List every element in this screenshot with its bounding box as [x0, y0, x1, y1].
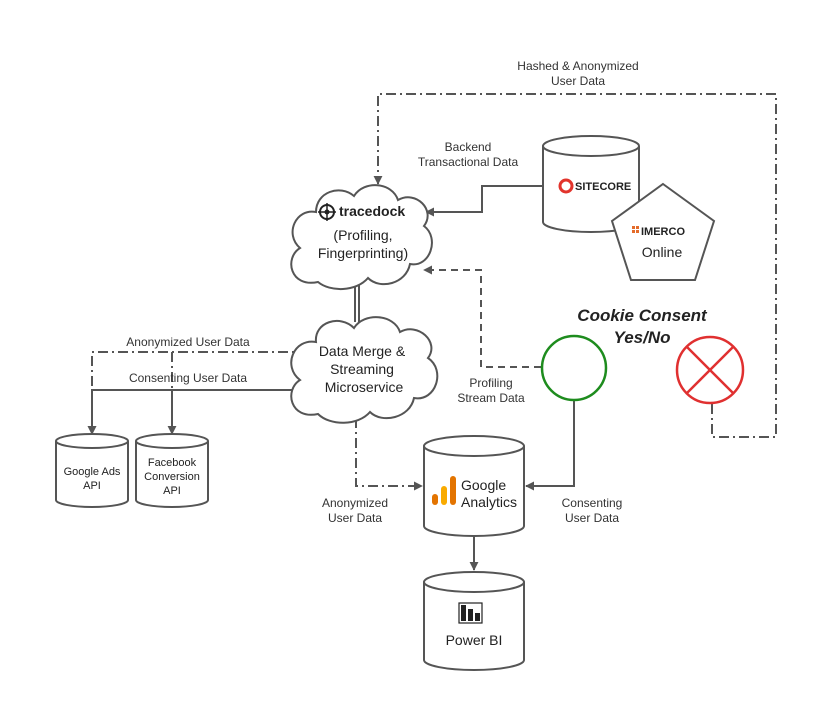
tracedock-line1: (Profiling, — [333, 227, 392, 243]
google-analytics-line1: Google — [461, 477, 506, 493]
edge-consenting-analytics — [525, 398, 575, 491]
facebook-line2: Conversion — [144, 471, 200, 483]
label-backend-line1: Backend — [445, 140, 492, 154]
imerco-logo-text: IMERCO — [641, 226, 685, 238]
google-analytics-line2: Analytics — [461, 494, 517, 510]
google-analytics-logo — [432, 476, 456, 505]
label-profiling-line2: Stream Data — [457, 391, 525, 405]
cookie-consent-yesno: Yes/No — [613, 328, 670, 347]
merge-line3: Microservice — [325, 379, 404, 395]
label-consenting-analytics-line1: Consenting — [562, 496, 623, 510]
edge-anonymized-analytics — [355, 418, 423, 491]
merge-line1: Data Merge & — [319, 343, 406, 359]
facebook-line1: Facebook — [148, 457, 197, 469]
label-consenting-analytics-line2: User Data — [565, 511, 619, 525]
google-analytics-node: Google Analytics — [423, 435, 525, 537]
label-backend-line2: Transactional Data — [418, 155, 519, 169]
tracedock-node: tracedock (Profiling, Fingerprinting) — [290, 184, 433, 290]
edge-hashed-anonymized — [373, 93, 777, 438]
edge-consenting-google-ads — [87, 389, 303, 435]
google-ads-line1: Google Ads — [64, 466, 121, 478]
edge-backend-transactional — [425, 185, 543, 217]
label-hashed-line1: Hashed & Anonymized — [517, 59, 638, 73]
consent-yes-circle — [540, 334, 608, 402]
label-profiling-line1: Profiling — [469, 376, 512, 390]
google-ads-line2: API — [83, 480, 101, 492]
power-bi-label: Power BI — [446, 632, 503, 648]
tracedock-logo-text: tracedock — [339, 203, 405, 219]
tracedock-logo: tracedock — [318, 203, 405, 221]
merge-line2: Streaming — [330, 361, 394, 377]
label-hashed-line2: User Data — [551, 74, 605, 88]
facebook-line3: API — [163, 485, 181, 497]
imerco-node: IMERCO Online — [610, 182, 716, 281]
label-anon-analytics-line1: Anonymized — [322, 496, 388, 510]
label-anon-analytics-line2: User Data — [328, 511, 382, 525]
google-ads-node: Google Ads API — [55, 433, 129, 508]
tracedock-line2: Fingerprinting) — [318, 245, 408, 261]
label-anonymized-user-data: Anonymized User Data — [126, 335, 250, 349]
imerco-line2: Online — [642, 244, 683, 260]
facebook-node: Facebook Conversion API — [135, 433, 209, 508]
imerco-logo: IMERCO — [632, 226, 685, 238]
sitecore-logo-text: SITECORE — [575, 181, 631, 193]
sitecore-node: SITECORE — [542, 135, 640, 233]
consent-no-circle — [675, 335, 745, 405]
edge-anonymized-google-ads — [87, 351, 308, 435]
power-bi-icon — [458, 602, 483, 624]
merge-node: Data Merge & Streaming Microservice — [290, 316, 439, 424]
power-bi-node: Power BI — [423, 571, 525, 671]
label-consenting-user-data: Consenting User Data — [129, 371, 247, 385]
cookie-consent-title: Cookie Consent — [577, 306, 708, 325]
sitecore-logo: SITECORE — [558, 178, 631, 194]
edge-profiling-stream — [423, 265, 541, 368]
